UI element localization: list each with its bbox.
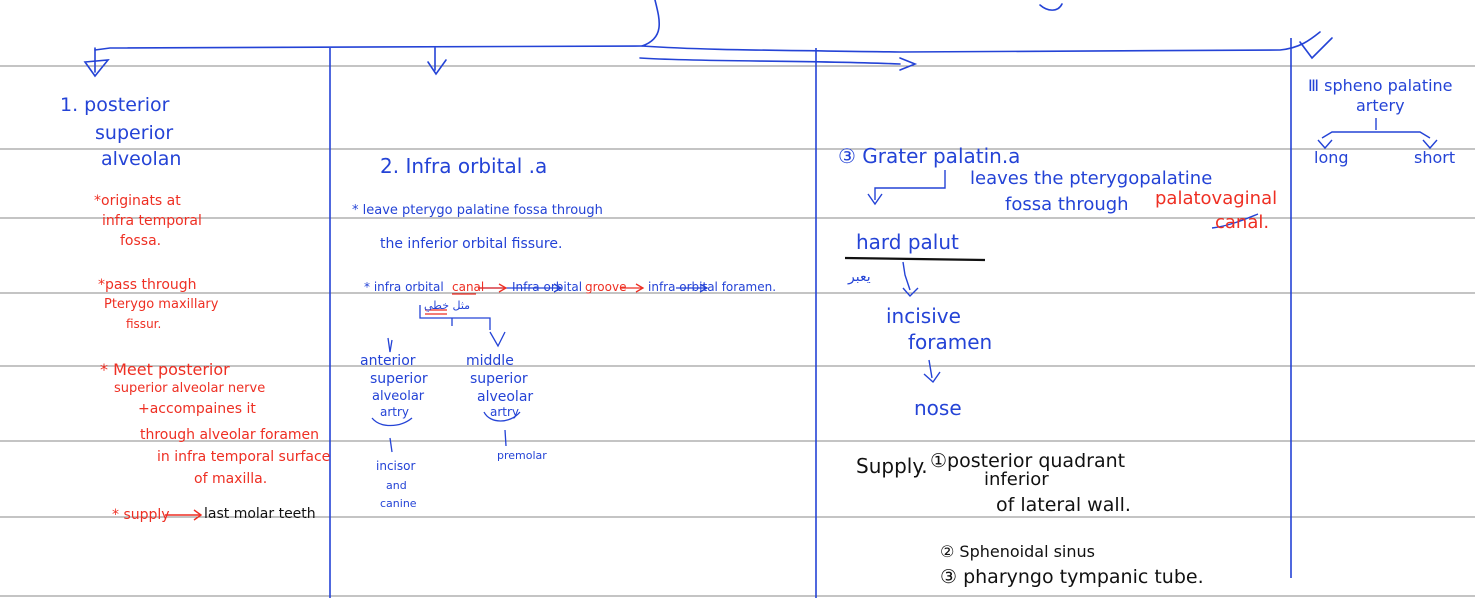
column-dividers [329, 38, 1292, 598]
col2-branch-1-line-2: superior [370, 371, 428, 387]
col3-arabic-note: يعبر [848, 269, 871, 285]
col3-supply-item-1c: of lateral wall. [996, 494, 1131, 516]
col2-red-arrows [478, 283, 645, 293]
col3-supply-item-1b: inferior [984, 469, 1049, 490]
col1-title-line-2: superior [95, 122, 174, 144]
col3-leaves-red-2: canal. [1215, 212, 1270, 233]
col2-path-groove-pre: Infra orbital [512, 280, 583, 294]
col3-chain-nose: nose [914, 396, 962, 420]
col3-supply-item-2: ② Sphenoidal sinus [940, 542, 1095, 561]
col3-title: ③ Grater palatin.a [838, 144, 1021, 168]
col2-drawings [371, 283, 709, 453]
col1-supply-label: * supply [112, 507, 170, 523]
col2-path-groove: groove [585, 280, 627, 294]
col1-note-origin-2: infra temporal [102, 213, 202, 229]
col2-note-leave-2: the inferior orbital fissure. [380, 236, 563, 252]
col2-branch-1-supply-1: incisor [376, 459, 416, 473]
col2-branch-2-line-1: middle [466, 353, 514, 369]
col1-supply-text: last molar teeth [204, 506, 316, 522]
col3-hard-palate-underline [844, 256, 986, 262]
col1-note-pass-3: fissur. [126, 317, 162, 331]
col1-note-meet-2: superior alveolar nerve [114, 381, 266, 396]
col1-note-pass-1: *pass through [98, 277, 197, 293]
top-brace [83, 0, 1333, 78]
col2-branch-2-line-2: superior [470, 371, 528, 387]
col1-note-origin-3: fossa. [120, 233, 162, 249]
col4-title-line-1: Ⅲ spheno palatine [1308, 76, 1453, 95]
col3-supply-item-3: ③ pharyngo tympanic tube. [940, 566, 1204, 588]
col1-note-meet-5: in infra temporal surface [157, 449, 331, 465]
col1-note-meet-4: through alveolar foramen [140, 427, 320, 443]
col3-chain-incisive: incisive [886, 304, 961, 328]
col3-chain-foramen: foramen [908, 330, 993, 354]
col4-branch-long: long [1314, 148, 1349, 167]
col1-note-pass-2: Pterygo maxillary [104, 297, 219, 312]
col1-title-line-3: alveolan [101, 148, 182, 170]
col3-supply-label: Supply. [856, 454, 928, 478]
col1-note-origin-1: *originats at [94, 193, 181, 209]
col2-title: 2. Infra orbital .a [380, 154, 548, 178]
col3-leaves-red-1: palatovaginal [1155, 188, 1278, 209]
col2-branch-1-supply-3: canine [380, 497, 417, 510]
col4-title-line-2: artery [1356, 96, 1405, 115]
col2-branch-2-supply-1: premolar [497, 449, 547, 462]
col3-leaves-line-2: fossa through [1005, 194, 1129, 215]
col2-path-canal: canal [452, 280, 485, 294]
col4-branch [1317, 118, 1438, 150]
col2-branch-1-line-1: anterior [360, 353, 416, 369]
col2-branch-1-supply-2: and [386, 479, 407, 492]
col2-path-start: * infra orbital [364, 280, 444, 294]
col1-title-line-1: 1. posterior [60, 94, 170, 116]
col4-branch-short: short [1414, 148, 1456, 167]
col2-branch-2-line-3: alveolar [477, 389, 534, 405]
col2-path-end: infra orbital foramen. [648, 280, 777, 294]
col1-note-meet-6: of maxilla. [194, 471, 268, 487]
col1-note-meet-1: * Meet posterior [100, 360, 230, 379]
col2-note-leave-1: * leave pterygo palatine fossa through [352, 203, 603, 218]
col2-canal-underline [425, 293, 476, 315]
col2-branch-2-line-4: artry [490, 405, 520, 419]
col3-supply-item-1: ①posterior quadrant [930, 450, 1126, 472]
col3-drawings [867, 170, 1259, 384]
col1-supply-arrow [165, 509, 203, 521]
col3-leaves-line-1: leaves the pterygopalatine [970, 168, 1213, 189]
col2-arabic-note: مثل خطي [424, 299, 471, 312]
col3-hard-palate: hard palut [856, 230, 959, 254]
col1-note-meet-3: +accompaines it [138, 401, 256, 417]
col2-branch-1-line-3: alveolar [372, 389, 425, 404]
ruled-lines [0, 65, 1475, 597]
col2-branch-1-line-4: artry [380, 405, 410, 419]
